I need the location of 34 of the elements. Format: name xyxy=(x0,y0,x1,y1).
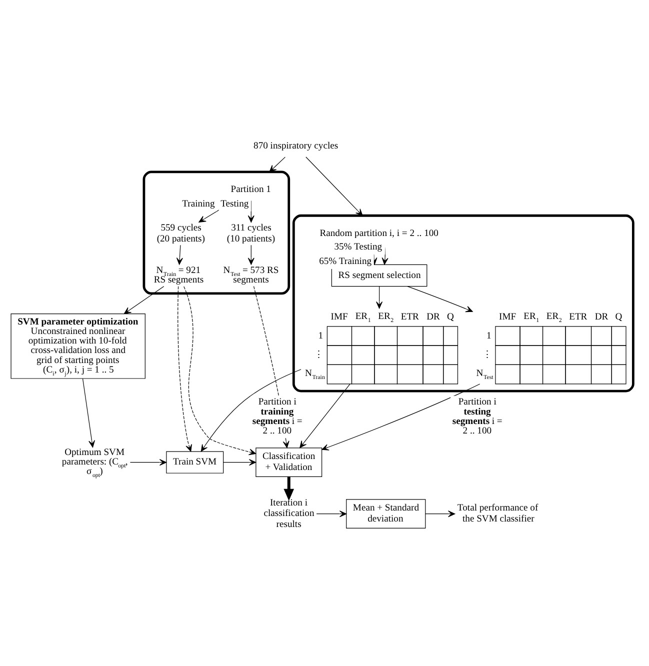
node-text: Iteration i classification results xyxy=(264,497,314,530)
edge-label: Training xyxy=(182,198,215,210)
node-label: ER$_{2}$ xyxy=(546,311,562,324)
edge-label: 65% Training xyxy=(319,256,372,268)
node-label: Q xyxy=(446,312,454,323)
node-label: DR xyxy=(594,312,608,323)
node-label: ⋮ xyxy=(314,349,324,360)
node-label: IMF xyxy=(330,312,348,323)
node-label: DR xyxy=(426,312,440,323)
node-text: 870 inspiratory cycles xyxy=(254,140,338,152)
node-text: N$_{Train}$ = 921 RS segments xyxy=(154,265,204,286)
node-label: ER$_{2}$ xyxy=(378,311,394,324)
node-text: Optimum SVM parameters: (C$_{opt}$, σ$_{opt}$) xyxy=(62,447,128,480)
node-label: ETR xyxy=(569,312,588,323)
node-text: Total performance of the SVM classifier xyxy=(457,502,538,525)
node-text: 311 cycles (10 patients) xyxy=(226,222,276,244)
node-text: Partition 1 xyxy=(230,184,271,196)
edge-label: Partition i testing segments i = 2 .. 100 xyxy=(452,396,502,436)
node-text: Random partition i, i = 2 .. 100 xyxy=(320,228,438,239)
edge-label: Testing xyxy=(220,198,249,210)
node-label: ⋮ xyxy=(482,349,492,360)
node-label: IMF xyxy=(499,312,516,323)
node-label: Q xyxy=(615,312,622,323)
node-text: 559 cycles (20 patients) xyxy=(156,222,205,244)
node-text: N$_{Test}$ = 573 RS segments xyxy=(223,265,279,286)
node-label: ER$_{1}$ xyxy=(355,311,371,324)
node-label: ETR xyxy=(400,312,419,323)
node-label: N$_{Test}$ xyxy=(476,368,494,381)
edge-label: 35% Testing xyxy=(334,242,382,253)
node-label: N$_{Train}$ xyxy=(305,368,325,381)
node-label: ER$_{1}$ xyxy=(524,311,540,324)
node-label: 1 xyxy=(318,330,324,342)
edge-label: Partition i training segments i = 2 .. 100 xyxy=(252,396,302,436)
node-label: 1 xyxy=(486,330,492,342)
